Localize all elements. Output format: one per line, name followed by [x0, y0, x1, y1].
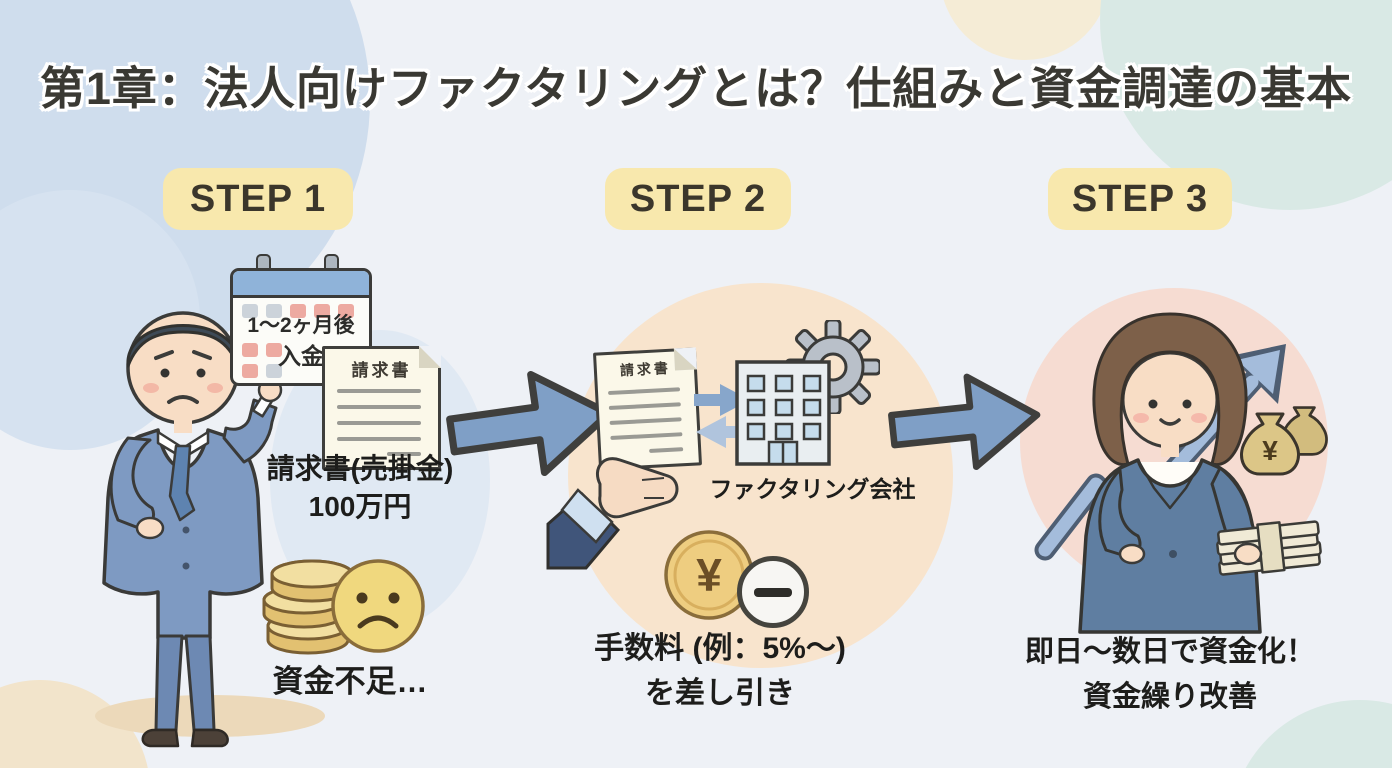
step1-badge: STEP 1 [163, 168, 353, 230]
step1-badge-label: STEP 1 [189, 177, 327, 220]
factoring-company-label: ファクタリング会社 [690, 470, 935, 504]
yen-coin-icon: ¥ [664, 530, 754, 620]
hand-icon [546, 457, 679, 570]
step3-badge-label: STEP 3 [1071, 177, 1209, 220]
yen-coin-symbol: ¥ [696, 549, 722, 601]
building-icon [735, 360, 831, 466]
calendar-icon: 1〜2ヶ月後 入金 [230, 254, 372, 386]
invoice-icon: 請求書 [322, 346, 441, 470]
minus-icon [737, 556, 809, 628]
page-title: 第1章：法人向けファクタリングとは？仕組みと資金調達の基本 [39, 63, 1353, 114]
businessman-illustration [102, 311, 283, 748]
transfer-arrows-icon [694, 384, 752, 448]
invoice-label: 請求書 [351, 361, 412, 380]
step2-fee-caption-line1: 手数料 (例：5%〜) [594, 632, 846, 665]
businesswoman-illustration: ¥ [1034, 312, 1328, 634]
calendar-text-line1: 1〜2ヶ月後 [247, 314, 355, 337]
minus-bar [754, 587, 792, 597]
step2-fee-caption-line2: を差し引き [645, 677, 795, 710]
step2-badge: STEP 2 [605, 168, 791, 230]
arrow-step2-to-step3-icon [888, 373, 1041, 471]
step1-shortage-caption: 資金不足… [240, 656, 460, 701]
step2-badge-label: STEP 2 [629, 177, 767, 220]
calendar-text-line2: 入金 [278, 343, 324, 369]
step2-fee-caption: 手数料 (例：5%〜) を差し引き [540, 626, 900, 716]
sad-face-icon [331, 559, 425, 653]
paper-fold [419, 346, 441, 368]
money-bag-symbol: ¥ [1262, 435, 1278, 466]
step3-badge: STEP 3 [1048, 168, 1232, 230]
step1-invoice-caption: 請求書(売掛金) 100万円 [235, 450, 485, 526]
money-bag-icon: ¥ [1240, 406, 1328, 476]
factoring-company-text: ファクタリング会社 [709, 476, 916, 502]
step1-shortage-text: 資金不足… [272, 664, 428, 699]
arrow-step1-to-step2-icon [446, 370, 613, 477]
calendar-header [233, 271, 369, 298]
step3-result-caption: 即日〜数日で資金化！ 資金繰り改善 [970, 630, 1370, 720]
calendar-body: 1〜2ヶ月後 入金 [230, 268, 372, 386]
step3-result-caption-line2: 資金繰り改善 [1082, 681, 1257, 713]
step1-invoice-caption-line2: 100万円 [308, 491, 412, 522]
step1-invoice-caption-line1: 請求書(売掛金) [266, 453, 454, 484]
step2-invoice-label: 請求書 [619, 359, 672, 379]
bg-circle-top-beige [940, 0, 1110, 60]
step3-result-caption-line1: 即日〜数日で資金化！ [1024, 636, 1315, 668]
